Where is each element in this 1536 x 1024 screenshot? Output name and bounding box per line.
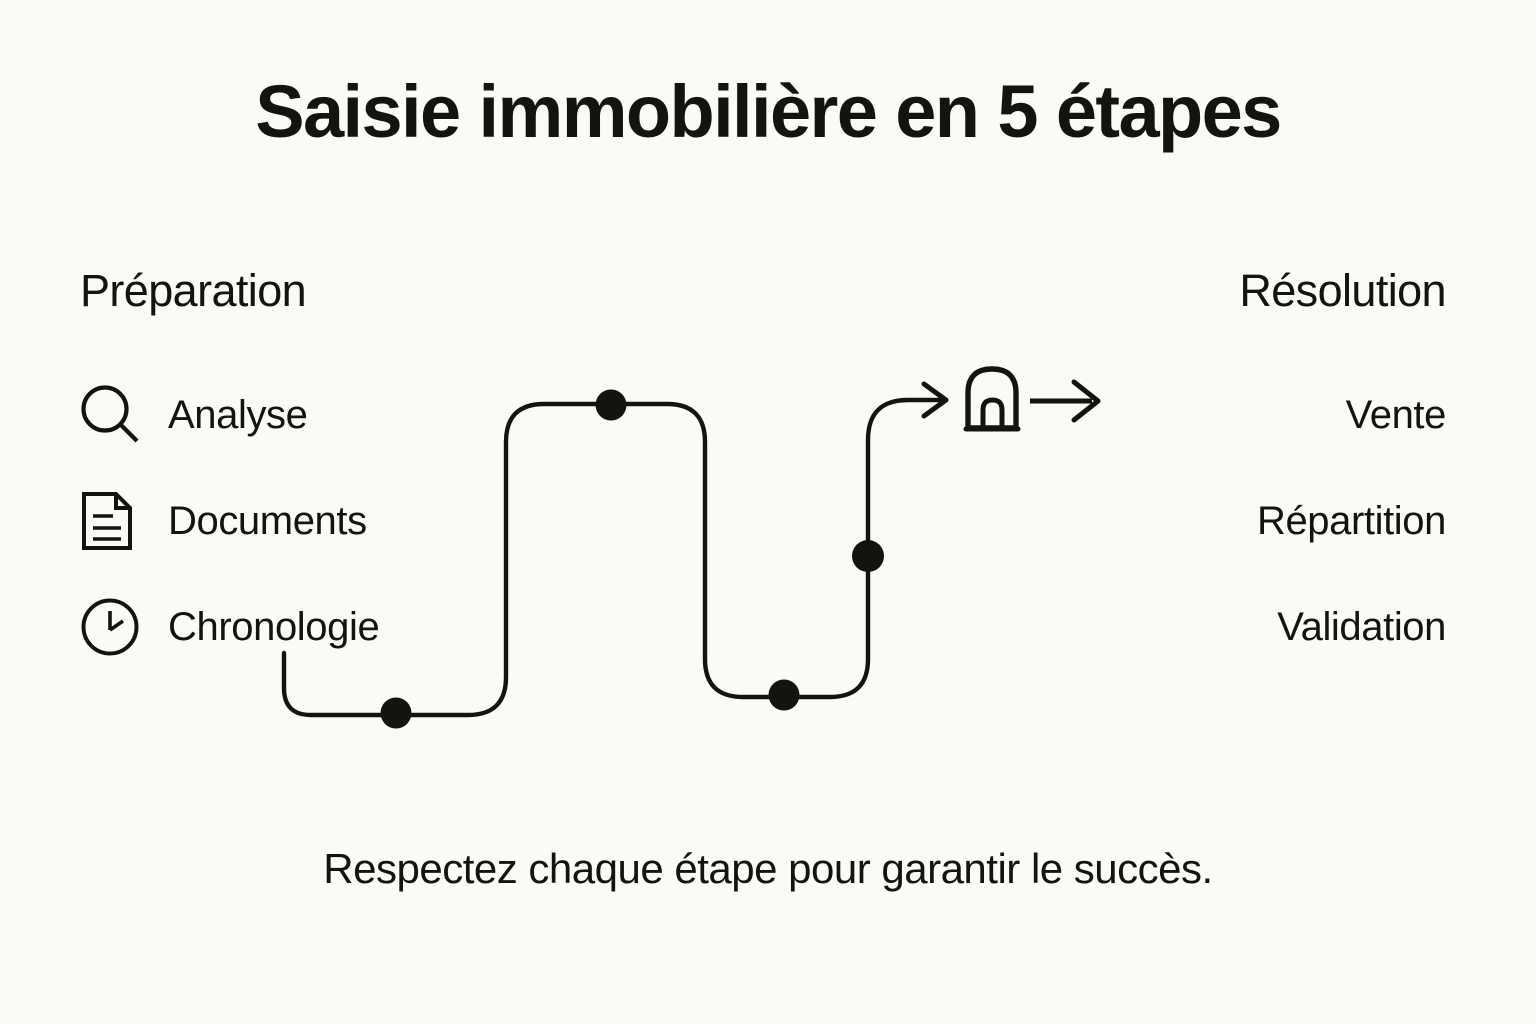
- list-item-label: Analyse: [168, 393, 308, 437]
- list-item-documents: Documents: [80, 468, 500, 574]
- list-item-analyse: Analyse: [80, 362, 500, 468]
- list-item-label: Documents: [168, 499, 367, 543]
- left-column-heading: Préparation: [80, 265, 307, 316]
- page-title: Saisie immobilière en 5 étapes: [255, 70, 1282, 153]
- list-item-label: Validation: [1277, 605, 1446, 649]
- list-item-label: Répartition: [1256, 499, 1446, 543]
- flow-node-4: [852, 540, 884, 572]
- list-item-label: Vente: [1345, 393, 1447, 437]
- list-item-validation: Validation: [1026, 574, 1446, 680]
- arrow-right-icon: [1028, 378, 1104, 424]
- list-item-vente: Vente: [1026, 362, 1447, 468]
- flow-node-2: [595, 389, 627, 421]
- house-icon: [962, 362, 1026, 434]
- list-item-repartition: Répartition: [1026, 468, 1446, 574]
- list-item-label: Chronologie: [168, 605, 380, 649]
- flow-path: [240, 330, 1140, 770]
- resolution-list: Vente Répartition Validation: [1026, 362, 1446, 680]
- flow-node-1: [380, 697, 412, 729]
- document-icon: [80, 490, 152, 552]
- flow-node-3: [768, 679, 800, 711]
- footer-caption: Respectez chaque étape pour garantir le …: [323, 845, 1213, 892]
- right-column-heading: Résolution: [1239, 265, 1446, 316]
- clock-icon: [80, 596, 152, 658]
- search-icon: [80, 384, 152, 446]
- preparation-list: Analyse Documents: [80, 362, 500, 680]
- list-item-chronologie: Chronologie: [80, 574, 500, 680]
- flow-arrowhead-icon: [921, 381, 949, 419]
